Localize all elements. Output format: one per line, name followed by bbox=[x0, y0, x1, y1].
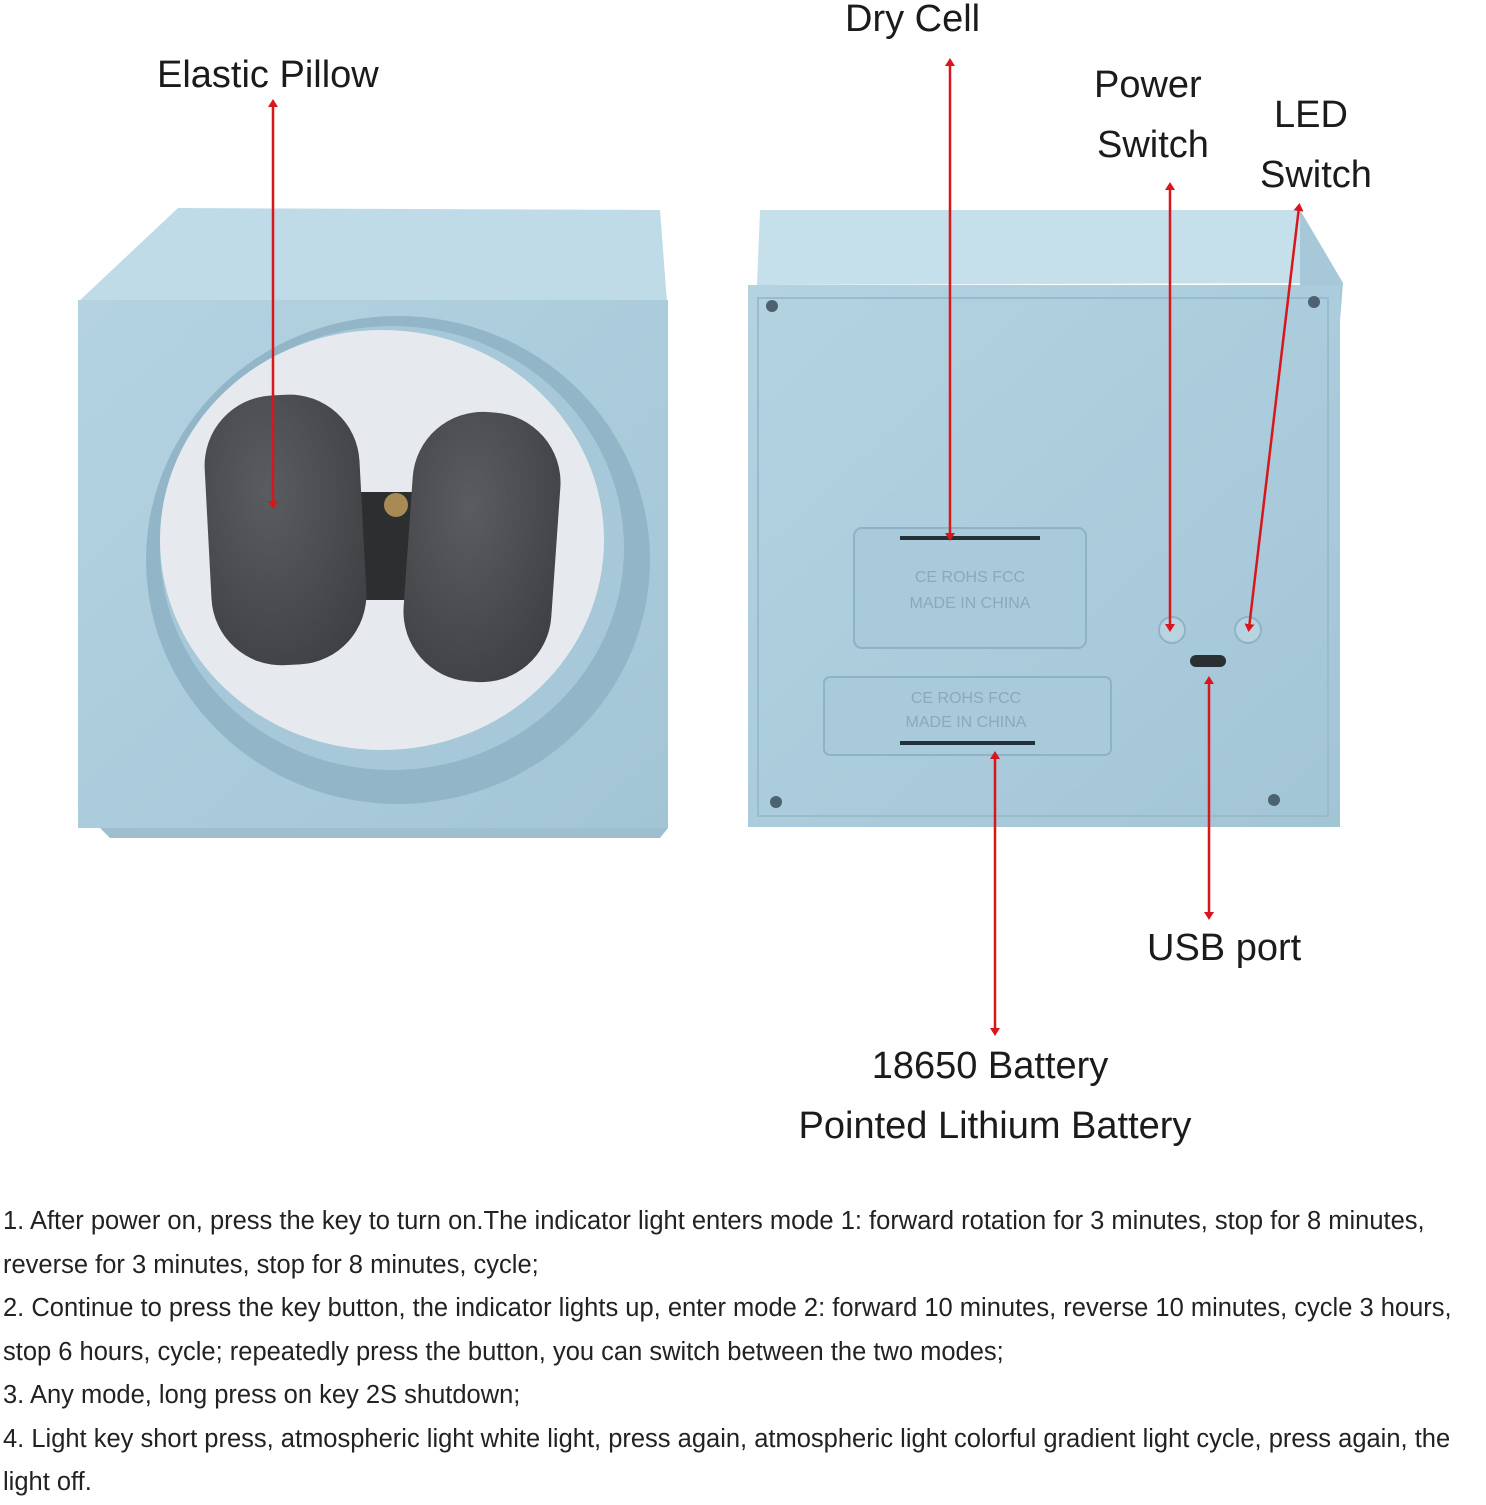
dry-cell-cover bbox=[853, 527, 1087, 649]
product-diagram: CE ROHS FCC MADE IN CHINA CE ROHS FCC MA… bbox=[78, 0, 1372, 1147]
battery-marking-2: MADE IN CHINA bbox=[906, 714, 1027, 731]
led-switch-label-line1: LED bbox=[1274, 94, 1348, 136]
front-box-top bbox=[78, 208, 667, 302]
instruction-item: 2. Continue to press the key button, the… bbox=[3, 1294, 1452, 1366]
screw-icon bbox=[1308, 296, 1320, 308]
led-switch-label-line2: Switch bbox=[1260, 154, 1372, 196]
elastic-pillow-label: Elastic Pillow bbox=[157, 54, 379, 96]
back-panel-inset bbox=[757, 297, 1329, 817]
screw-icon bbox=[766, 300, 778, 312]
dry-cell-slot bbox=[900, 536, 1040, 540]
power-switch-label-line1: Power bbox=[1094, 64, 1202, 106]
winder-back-view: CE ROHS FCC MADE IN CHINA CE ROHS FCC MA… bbox=[748, 210, 1343, 827]
power-switch-label-line2: Switch bbox=[1097, 124, 1209, 166]
battery-label-line2: Pointed Lithium Battery bbox=[798, 1105, 1192, 1147]
instruction-item: 3. Any mode, long press on key 2S shutdo… bbox=[3, 1381, 521, 1409]
led-switch-button bbox=[1234, 616, 1262, 644]
screw-icon bbox=[1268, 794, 1280, 806]
elastic-pillow-left bbox=[204, 394, 367, 666]
battery-label-line1: 18650 Battery bbox=[871, 1045, 1109, 1087]
battery-cover bbox=[823, 676, 1112, 756]
dry-cell-label: Dry Cell bbox=[845, 0, 981, 40]
pillow-spindle-screw bbox=[384, 493, 408, 517]
dry-cell-marking-1: CE ROHS FCC bbox=[915, 569, 1025, 586]
elastic-pillow-right bbox=[403, 411, 561, 683]
instruction-item: 4. Light key short press, atmospheric li… bbox=[3, 1424, 1451, 1497]
dry-cell-marking-2: MADE IN CHINA bbox=[910, 595, 1031, 612]
front-box-bottom-shadow bbox=[100, 828, 668, 838]
product-illustration: CE ROHS FCC MADE IN CHINA CE ROHS FCC MA… bbox=[78, 58, 1343, 1036]
led-switch-arrow bbox=[1244, 203, 1304, 632]
screw-icon bbox=[770, 796, 782, 808]
battery-slot bbox=[900, 741, 1035, 745]
usb-port bbox=[1190, 655, 1226, 667]
power-switch-button bbox=[1158, 616, 1186, 644]
instruction-item: 1. After power on, press the key to turn… bbox=[3, 1207, 1425, 1279]
usb-port-label: USB port bbox=[1147, 927, 1302, 969]
callout-arrows bbox=[268, 58, 1304, 1036]
instructions: 1. After power on, press the key to turn… bbox=[3, 1200, 1483, 1505]
back-box-top bbox=[757, 210, 1343, 285]
battery-marking-1: CE ROHS FCC bbox=[911, 690, 1021, 707]
winder-front-view bbox=[78, 208, 668, 838]
